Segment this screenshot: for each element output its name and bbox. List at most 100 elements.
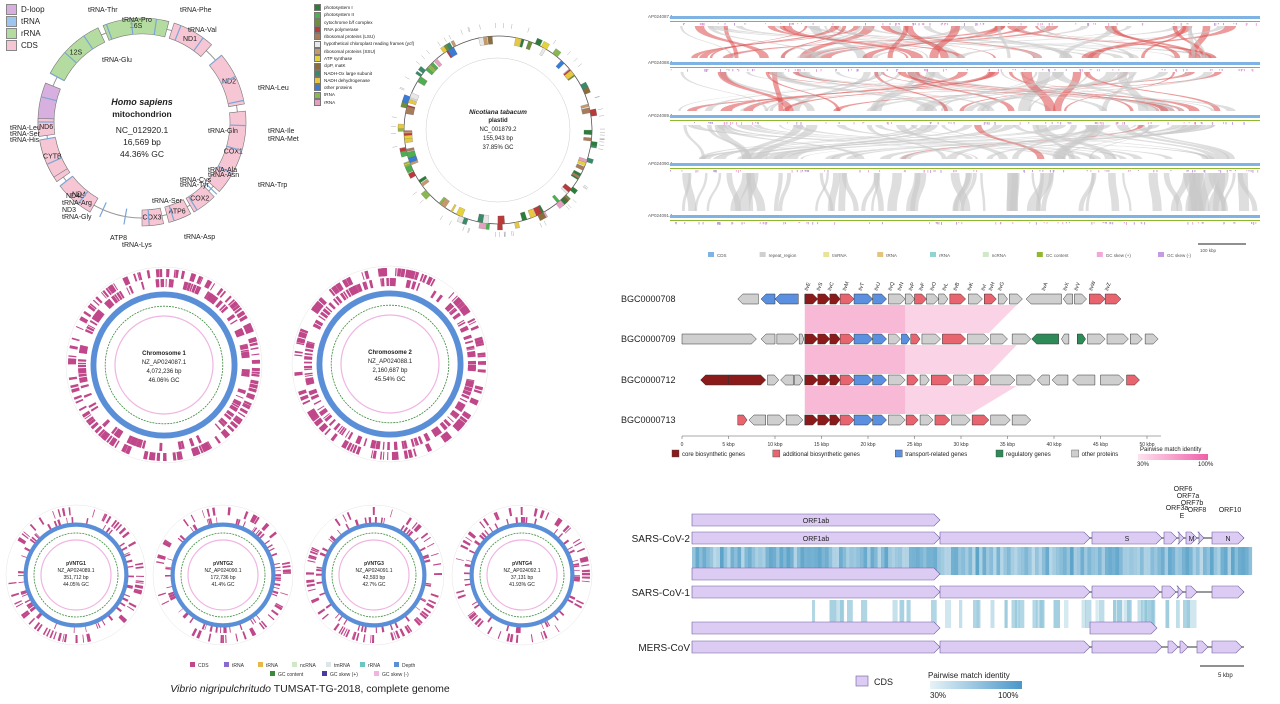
- cds-feature: [415, 616, 423, 624]
- gc-skew-bar: [1194, 122, 1196, 125]
- gc-skew-bar: [864, 23, 866, 26]
- identity-band: [1084, 547, 1088, 575]
- cds-feature: [121, 443, 127, 453]
- gc-skew-bar: [1102, 122, 1104, 124]
- cds-feature: [191, 273, 197, 283]
- gc-skew-bar: [1093, 23, 1095, 25]
- plastid-gene: [443, 44, 450, 52]
- legend-label: transport-related genes: [905, 452, 967, 458]
- gene-arrow: [919, 414, 934, 426]
- identity-band: [1003, 547, 1008, 575]
- identity-band: [909, 547, 913, 575]
- cds-feature: [138, 271, 143, 281]
- identity-band: [1028, 547, 1032, 575]
- identity-band: [1137, 600, 1143, 628]
- cds-feature: [459, 397, 468, 403]
- cds-feature: [262, 523, 270, 532]
- gc-skew-bar: [1051, 23, 1053, 26]
- gc-skew-bar: [706, 69, 708, 72]
- cds-feature: [309, 391, 318, 396]
- plastid-map: [391, 23, 605, 237]
- synteny-link: [838, 173, 847, 211]
- cds-feature: [237, 389, 246, 395]
- plastid-gene: [483, 36, 488, 46]
- gc-skew-bar: [945, 69, 947, 71]
- gene-arrow: [973, 374, 990, 386]
- cds-feature: [433, 563, 442, 566]
- gc-skew-bar: [807, 222, 809, 225]
- gc-skew-bar: [1090, 170, 1092, 172]
- cds-feature: [453, 422, 463, 431]
- identity-band: [1133, 547, 1137, 575]
- cds-feature: [580, 559, 589, 563]
- cds-feature: [466, 345, 475, 350]
- gc-ring: [33, 532, 119, 618]
- gc-skew-bar: [797, 23, 799, 25]
- cds-feature: [467, 364, 476, 368]
- identity-band: [1126, 547, 1130, 575]
- gc-skew-bar: [1079, 69, 1081, 72]
- synteny-link: [716, 125, 865, 159]
- cds-feature: [251, 367, 260, 372]
- cds-feature: [68, 355, 77, 358]
- identity-band: [846, 547, 850, 575]
- cds-feature: [230, 302, 239, 310]
- vibrio-caption-rest: TUMSAT-TG-2018, complete genome: [271, 683, 450, 695]
- cds-feature: [474, 336, 483, 342]
- cds-feature: [473, 389, 482, 394]
- cds-feature: [313, 417, 322, 424]
- cds-feature: [201, 510, 205, 518]
- gc-skew-bar: [675, 222, 677, 225]
- gc-skew-bar: [1246, 170, 1248, 172]
- cds-feature: [320, 409, 328, 416]
- cds-feature: [248, 339, 257, 343]
- cds-feature: [482, 518, 490, 526]
- synteny-link: [1035, 26, 1212, 58]
- vibrio-caption: Vibrio nigripulchritudo TUMSAT-TG-2018, …: [0, 683, 620, 695]
- cds-feature: [424, 432, 431, 442]
- identity-band: [706, 547, 710, 575]
- gc-skew-bar: [1218, 170, 1220, 172]
- gene-arrow: [926, 293, 940, 305]
- identity-band: [892, 600, 898, 628]
- cds-feature: [241, 403, 251, 410]
- gc-skew-bar: [997, 69, 999, 72]
- cds-feature: [451, 410, 460, 417]
- synteny-link: [1187, 26, 1196, 58]
- legend-label: CDS: [21, 41, 38, 50]
- identity-min: 30%: [930, 691, 946, 700]
- cds-feature: [318, 298, 326, 306]
- cds-feature: [183, 281, 189, 291]
- cds-feature: [509, 633, 514, 643]
- gene-arrow: [888, 414, 906, 426]
- legend-swatch: [1036, 252, 1043, 257]
- gc-skew-bar: [1187, 222, 1189, 225]
- cds-feature: [467, 531, 476, 539]
- cds-feature: [410, 281, 415, 290]
- cds-feature: [340, 627, 346, 635]
- cds-feature: [227, 299, 236, 306]
- identity-band: [933, 547, 938, 575]
- gc-skew-bar: [1150, 122, 1152, 124]
- gc-skew-bar: [1226, 170, 1228, 173]
- gc-skew-bar: [1219, 69, 1221, 71]
- cds-feature: [469, 612, 477, 620]
- gc-skew-bar: [1039, 170, 1041, 172]
- cds-feature: [475, 342, 485, 347]
- gc-skew-bar: [869, 222, 871, 224]
- gene-arrow: [1126, 374, 1140, 386]
- cds-feature: [132, 437, 137, 446]
- synteny-link: [952, 173, 971, 211]
- gc-skew-bar: [735, 170, 737, 172]
- cds-feature: [462, 539, 471, 546]
- gc-skew-bar: [1067, 122, 1069, 124]
- cds-feature: [205, 280, 213, 289]
- cds-feature: [342, 440, 350, 450]
- gc-skew-bar: [1048, 23, 1050, 26]
- gc-skew-bar: [1095, 23, 1097, 25]
- cds-feature: [69, 345, 78, 350]
- gc-skew-bar: [791, 170, 793, 173]
- identity-band: [1164, 547, 1169, 575]
- identity-band: [906, 600, 911, 628]
- identity-band: [940, 547, 945, 575]
